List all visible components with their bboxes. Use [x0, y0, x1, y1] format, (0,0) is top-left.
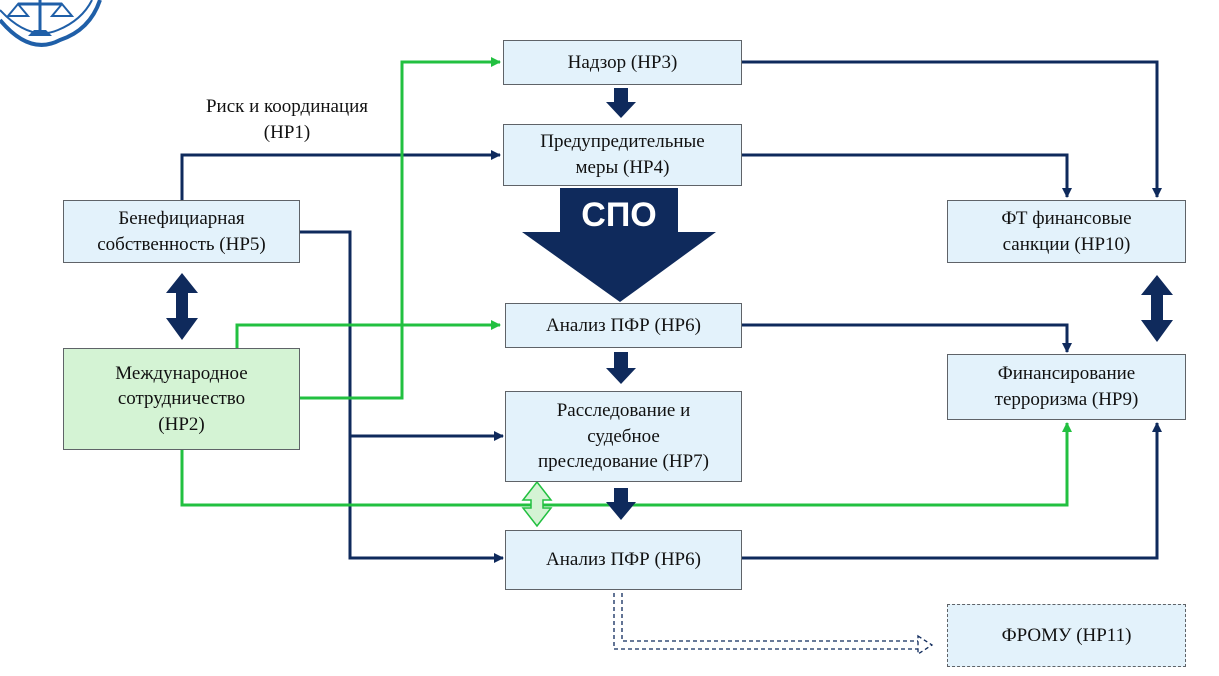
arrow-nr4-to-nr10 [742, 153, 1072, 198]
arrow-nr6-bottom-to-nr9 [742, 422, 1162, 560]
arrow-nr5-to-nr4 [180, 150, 501, 200]
spo-label: СПО [581, 196, 657, 234]
scales-of-justice-logo [0, 0, 102, 47]
arrow-nr5-to-nr6-bottom [348, 436, 504, 563]
box-nr4-preventive-measures: Предупредительные меры (НР4) [503, 124, 742, 186]
box-nr6-fiu-analysis-bottom: Анализ ПФР (НР6) [505, 530, 742, 590]
risk-coordination-label: Риск и координация (НР1) [205, 96, 369, 143]
arrow-nr6-to-nr9 [742, 323, 1072, 353]
arrow-nr2-to-nr3 [300, 57, 501, 400]
box-nr2-international-cooperation: Международное сотрудничество (НР2) [63, 348, 300, 450]
box-nr5-beneficial-ownership: Бенефициарная собственность (НР5) [63, 200, 300, 263]
double-arrow-nr5-nr2 [166, 273, 198, 340]
arrow-nr3-to-nr10 [742, 60, 1162, 198]
down-arrow-nr7-nr6 [606, 488, 636, 520]
down-arrow-nr3-nr4 [606, 88, 636, 118]
box-nr3-supervision: Надзор (НР3) [503, 40, 742, 85]
box-nr11-fromu: ФРОМУ (НР11) [947, 604, 1186, 667]
box-nr10-tf-financial-sanctions: ФТ финансовые санкции (НР10) [947, 200, 1186, 263]
down-arrow-nr6-nr7 [606, 352, 636, 384]
arrow-nr5-to-nr7 [300, 230, 504, 441]
arrow-nr2-to-nr6 [235, 320, 501, 348]
box-nr9-terrorist-financing: Финансирование терроризма (НР9) [947, 354, 1186, 420]
box-nr6-fiu-analysis-top: Анализ ПФР (НР6) [505, 303, 742, 348]
box-nr7-investigation-prosecution: Расследование и судебное преследование (… [505, 391, 742, 482]
double-arrow-nr7-nr6-green [521, 480, 553, 528]
spo-big-arrow [522, 188, 716, 302]
double-arrow-nr10-nr9 [1141, 275, 1173, 342]
dashed-arrow-nr6-to-nr11 [613, 593, 934, 656]
